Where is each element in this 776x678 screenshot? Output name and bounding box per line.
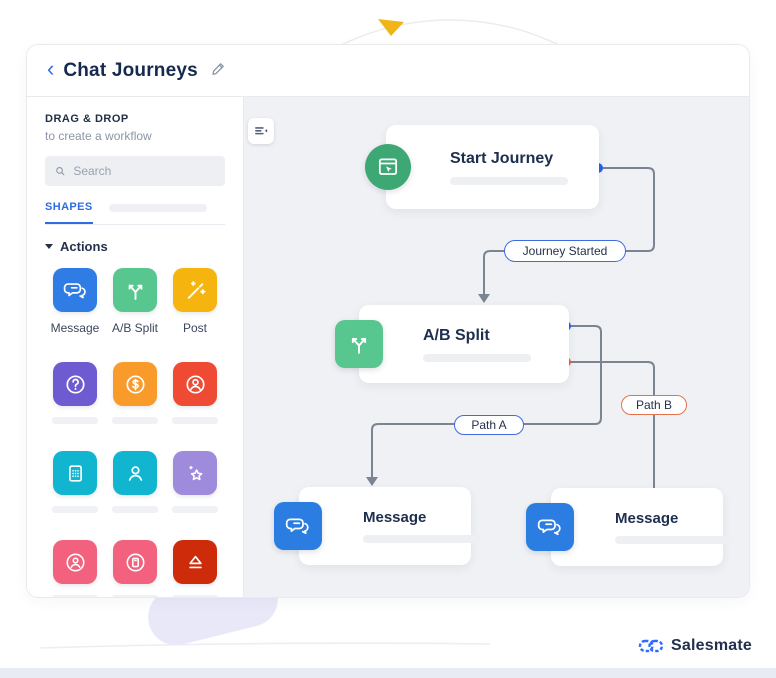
tile-label-skeleton bbox=[112, 506, 158, 513]
tile-eject[interactable] bbox=[165, 540, 225, 597]
actions-section-label: Actions bbox=[60, 239, 108, 254]
tile-post[interactable]: Post bbox=[165, 268, 225, 335]
tile-label-skeleton bbox=[52, 417, 98, 424]
tile-question[interactable] bbox=[45, 362, 105, 424]
chat-journeys-window: ‹ Chat Journeys DRAG & DROP to create a … bbox=[26, 44, 750, 598]
window-header: ‹ Chat Journeys bbox=[27, 45, 749, 97]
salesmate-brand: Salesmate bbox=[638, 636, 752, 656]
shapes-sidebar: DRAG & DROP to create a workflow SHAPES … bbox=[27, 97, 244, 597]
node-title: Start Journey bbox=[450, 149, 554, 167]
tab-shapes[interactable]: SHAPES bbox=[45, 201, 93, 224]
eject-icon bbox=[188, 555, 202, 568]
dollar-circle-icon bbox=[125, 374, 145, 394]
node-title: Message bbox=[615, 510, 679, 527]
chat-bubbles-icon bbox=[537, 519, 561, 536]
arc-pointer-triangle bbox=[378, 19, 404, 36]
back-chevron-icon[interactable]: ‹ bbox=[47, 56, 55, 81]
field-tile[interactable] bbox=[113, 540, 157, 584]
edit-pencil-icon[interactable] bbox=[210, 60, 227, 82]
salesmate-wordmark: Salesmate bbox=[671, 637, 752, 654]
tile-contact[interactable] bbox=[165, 362, 225, 424]
bottom-strip-decoration bbox=[0, 668, 776, 678]
keypad-icon bbox=[68, 464, 82, 482]
tile-message[interactable]: Message bbox=[45, 268, 105, 335]
device-circle-icon bbox=[125, 552, 145, 572]
tile-person[interactable] bbox=[105, 451, 165, 513]
message-badge bbox=[526, 503, 574, 551]
message-tile[interactable] bbox=[53, 268, 97, 312]
arrowhead-into-message-a bbox=[366, 477, 378, 486]
calculator-tile[interactable] bbox=[53, 451, 97, 495]
arrowhead-into-split bbox=[478, 294, 490, 303]
tile-owner[interactable] bbox=[45, 540, 105, 597]
post-tile[interactable] bbox=[173, 268, 217, 312]
caret-down-icon bbox=[45, 244, 53, 249]
sidebar-subheading: to create a workflow bbox=[45, 129, 152, 143]
tile-label: Post bbox=[182, 321, 207, 335]
node-subtitle-skeleton bbox=[363, 535, 481, 543]
question-tile[interactable] bbox=[53, 362, 97, 406]
tile-label-skeleton bbox=[172, 595, 218, 597]
person-circle-icon bbox=[65, 552, 85, 572]
salesmate-logo-icon bbox=[638, 639, 664, 653]
sidebar-heading: DRAG & DROP bbox=[45, 113, 129, 125]
message-badge bbox=[274, 502, 322, 550]
score-tile[interactable] bbox=[173, 451, 217, 495]
tile-ab-split[interactable]: A/B Split bbox=[105, 268, 165, 335]
chat-bubbles-icon bbox=[63, 282, 86, 298]
actions-section-toggle[interactable]: Actions bbox=[45, 239, 225, 254]
edge-label-path-a[interactable]: Path A bbox=[454, 415, 524, 435]
tile-field[interactable] bbox=[105, 540, 165, 597]
tile-label-skeleton bbox=[52, 595, 98, 597]
eject-tile[interactable] bbox=[173, 540, 217, 584]
tile-label-skeleton bbox=[112, 595, 158, 597]
contact-tile[interactable] bbox=[173, 362, 217, 406]
tile-label-skeleton bbox=[112, 417, 158, 424]
tile-label-skeleton bbox=[52, 506, 98, 513]
search-box[interactable] bbox=[45, 156, 225, 186]
workflow-canvas[interactable]: Start Journey Journey Started A/B Split bbox=[244, 97, 749, 597]
ab-split-tile[interactable] bbox=[113, 268, 157, 312]
tab-skeleton-placeholder bbox=[108, 204, 207, 212]
start-journey-badge bbox=[365, 144, 411, 190]
tile-label-skeleton bbox=[172, 417, 218, 424]
tile-score[interactable] bbox=[165, 451, 225, 513]
collapse-sidebar-button[interactable] bbox=[248, 118, 274, 144]
person-icon bbox=[128, 465, 142, 481]
split-icon bbox=[351, 337, 367, 354]
page-title: Chat Journeys bbox=[63, 59, 198, 81]
node-subtitle-skeleton bbox=[450, 176, 568, 185]
tile-label-skeleton bbox=[172, 506, 218, 513]
sidebar-tabs: SHAPES bbox=[45, 201, 225, 225]
edge-label-path-b[interactable]: Path B bbox=[621, 395, 687, 415]
search-icon bbox=[56, 167, 65, 176]
tile-label: A/B Split bbox=[111, 321, 159, 335]
question-circle-icon bbox=[65, 374, 85, 394]
node-message-a[interactable]: Message bbox=[274, 487, 481, 565]
magic-wand-icon bbox=[187, 280, 205, 299]
node-subtitle-skeleton bbox=[423, 353, 531, 362]
split-icon bbox=[128, 284, 142, 300]
search-input[interactable] bbox=[73, 164, 216, 178]
stars-icon bbox=[188, 464, 202, 480]
browser-launch-icon bbox=[378, 158, 398, 175]
tile-dollar[interactable] bbox=[105, 362, 165, 424]
chat-bubbles-icon bbox=[285, 518, 309, 535]
person-tile[interactable] bbox=[113, 451, 157, 495]
node-start-journey[interactable]: Start Journey bbox=[365, 125, 599, 209]
node-title: Message bbox=[363, 509, 427, 526]
node-subtitle-skeleton bbox=[615, 536, 733, 544]
node-ab-split[interactable]: A/B Split bbox=[335, 305, 569, 383]
ab-split-badge bbox=[335, 320, 383, 368]
shape-tiles-grid: Message A/B Split bbox=[45, 268, 225, 597]
collapse-sidebar-icon bbox=[254, 126, 267, 134]
dollar-tile[interactable] bbox=[113, 362, 157, 406]
person-circle-icon bbox=[185, 374, 205, 394]
tile-calculator[interactable] bbox=[45, 451, 105, 513]
node-message-b[interactable]: Message bbox=[526, 488, 733, 566]
owner-tile[interactable] bbox=[53, 540, 97, 584]
edge-label-journey-started[interactable]: Journey Started bbox=[504, 240, 626, 262]
tile-label: Message bbox=[50, 321, 100, 335]
node-title: A/B Split bbox=[423, 326, 490, 344]
